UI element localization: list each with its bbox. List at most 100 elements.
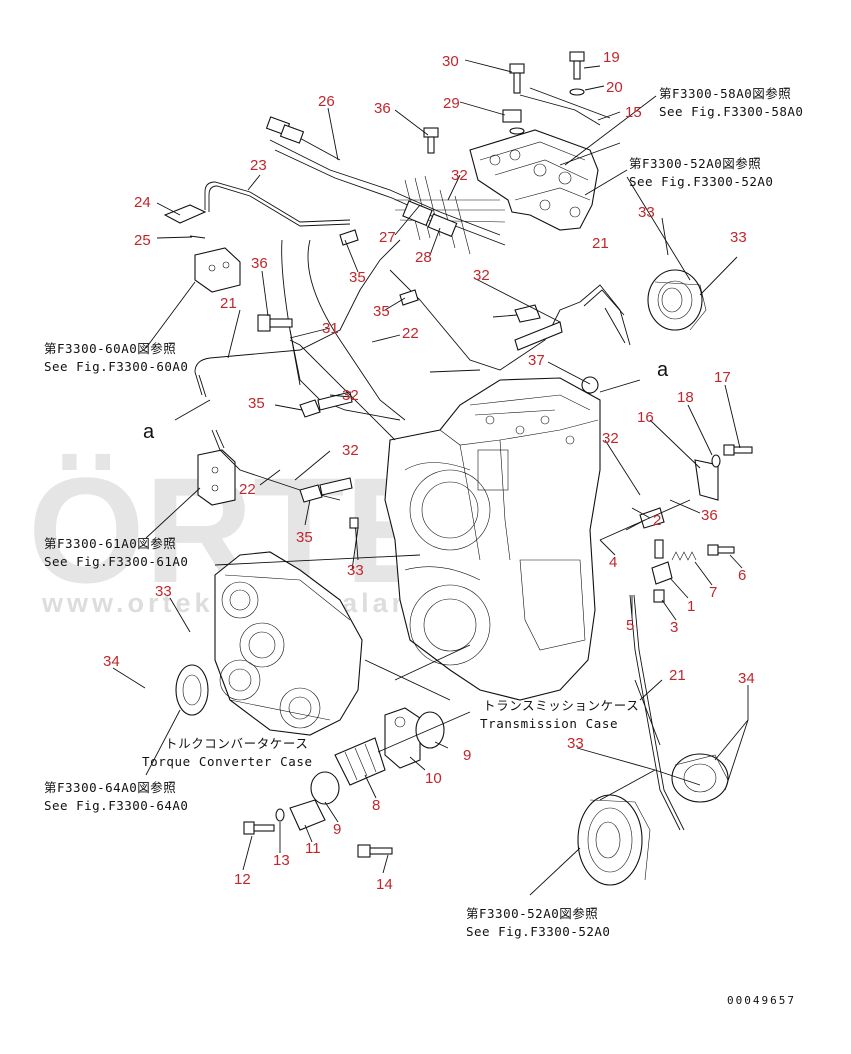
callout-33-left: 33 <box>155 583 172 600</box>
callout-35-left: 35 <box>248 395 265 412</box>
callout-36-left: 36 <box>251 255 268 272</box>
bolt-36-left <box>257 314 293 332</box>
callout-9-right: 9 <box>463 747 471 764</box>
callout-36-right: 36 <box>701 507 718 524</box>
callout-34-right: 34 <box>738 670 755 687</box>
torque-converter-case-label-en: Torque Converter Case <box>142 754 313 769</box>
callout-13: 13 <box>273 852 290 869</box>
callout-15: 15 <box>625 104 642 121</box>
callout-8: 8 <box>372 797 380 814</box>
plug-1 <box>651 561 673 585</box>
ref-f52-bottom-en: See Fig.F3300-52A0 <box>466 924 610 939</box>
callout-6: 6 <box>738 567 746 584</box>
callout-5: 5 <box>626 617 634 634</box>
strainer-8 <box>334 737 386 786</box>
callout-18: 18 <box>677 389 694 406</box>
callout-9-left: 9 <box>333 821 341 838</box>
torque-converter-case-label-jp: トルクコンバータケース <box>165 736 308 751</box>
flange-33-bottom <box>577 794 651 886</box>
ref-f58-en: See Fig.F3300-58A0 <box>659 104 803 119</box>
callout-30: 30 <box>442 53 459 70</box>
spacer-29 <box>502 109 525 135</box>
ref-f64-jp: 第F3300-64A0図参照 <box>44 780 176 795</box>
callout-32-harness: 32 <box>451 167 468 184</box>
ref-f61-jp: 第F3300-61A0図参照 <box>44 536 176 551</box>
callout-24: 24 <box>134 194 151 211</box>
callout-27: 27 <box>379 229 396 246</box>
control-valve <box>469 129 621 231</box>
callout-32-right: 32 <box>602 430 619 447</box>
callout-28: 28 <box>415 249 432 266</box>
view-marker-left: a <box>143 421 155 443</box>
callout-3: 3 <box>670 619 678 636</box>
callout-12: 12 <box>234 871 251 888</box>
bolt-19 <box>569 51 585 80</box>
callout-16: 16 <box>637 409 654 426</box>
callout-20: 20 <box>606 79 623 96</box>
callout-21-upper-right: 21 <box>592 235 609 252</box>
bracket-16 <box>694 459 719 501</box>
callout-14: 14 <box>376 876 393 893</box>
leader-lines <box>112 59 749 874</box>
callout-1: 1 <box>687 598 695 615</box>
transmission-case-label-jp: トランスミッションケース <box>483 698 639 713</box>
washer-13 <box>275 808 285 822</box>
tube-23 <box>204 181 351 223</box>
callout-32-mid-left: 32 <box>342 442 359 459</box>
callout-32-upper-right: 32 <box>473 267 490 284</box>
ref-f60-en: See Fig.F3300-60A0 <box>44 359 188 374</box>
tube-21-center <box>389 269 581 371</box>
valve-block-61a0 <box>197 449 236 506</box>
callout-33-mid: 33 <box>347 562 364 579</box>
transmission-case <box>384 377 601 701</box>
ring-25 <box>189 235 206 239</box>
callout-35-lower: 35 <box>296 529 313 546</box>
callout-21-left: 21 <box>220 295 237 312</box>
transmission-case-label-en: Transmission Case <box>480 716 618 731</box>
washer-18 <box>711 454 721 468</box>
rod-15 <box>519 94 601 126</box>
bolt-17 <box>723 444 753 456</box>
ref-f52-top-jp: 第F3300-52A0図参照 <box>629 156 761 171</box>
cover-11 <box>289 799 326 831</box>
bolt-30 <box>509 63 525 94</box>
fitting-24 <box>163 204 207 224</box>
ref-f60-jp: 第F3300-60A0図参照 <box>44 341 176 356</box>
o-ring-9-left <box>310 771 340 805</box>
callout-21-lower: 21 <box>669 667 686 684</box>
callout-4: 4 <box>609 554 617 571</box>
callout-19: 19 <box>603 49 620 66</box>
callout-23: 23 <box>250 157 267 174</box>
valve-block-60a0 <box>194 247 241 293</box>
callout-33-bottom: 33 <box>567 735 584 752</box>
view-marker-right: a <box>657 359 669 381</box>
plug-3 <box>653 589 665 603</box>
callout-7: 7 <box>709 584 717 601</box>
flange-33-top-right <box>647 269 707 331</box>
callout-25: 25 <box>134 232 151 249</box>
callout-numbers: 30 19 20 15 29 36 26 23 32 24 27 28 25 2… <box>103 49 755 893</box>
callout-26: 26 <box>318 93 335 110</box>
callout-17: 17 <box>714 369 731 386</box>
flange-34-left <box>175 664 209 716</box>
pin-2 <box>654 539 664 559</box>
callout-35-upper: 35 <box>349 269 366 286</box>
drawing-number: 00049657 <box>727 994 796 1007</box>
ref-f52-top-en: See Fig.F3300-52A0 <box>629 174 773 189</box>
ref-f52-bottom-jp: 第F3300-52A0図参照 <box>466 906 598 921</box>
callout-31: 31 <box>322 320 339 337</box>
bolt-36-top <box>423 127 439 154</box>
o-ring-9-right <box>415 711 445 749</box>
callout-22-upper: 22 <box>402 325 419 342</box>
callout-33-top-right: 33 <box>730 229 747 246</box>
callout-29: 29 <box>443 95 460 112</box>
callout-11: 11 <box>305 840 321 857</box>
tube-21-left <box>194 239 401 396</box>
bolt-14 <box>357 844 393 858</box>
bolt-6 <box>707 544 735 556</box>
bolt-12 <box>243 821 275 835</box>
wiring-harness <box>265 116 506 255</box>
callout-32-left: 32 <box>342 387 359 404</box>
